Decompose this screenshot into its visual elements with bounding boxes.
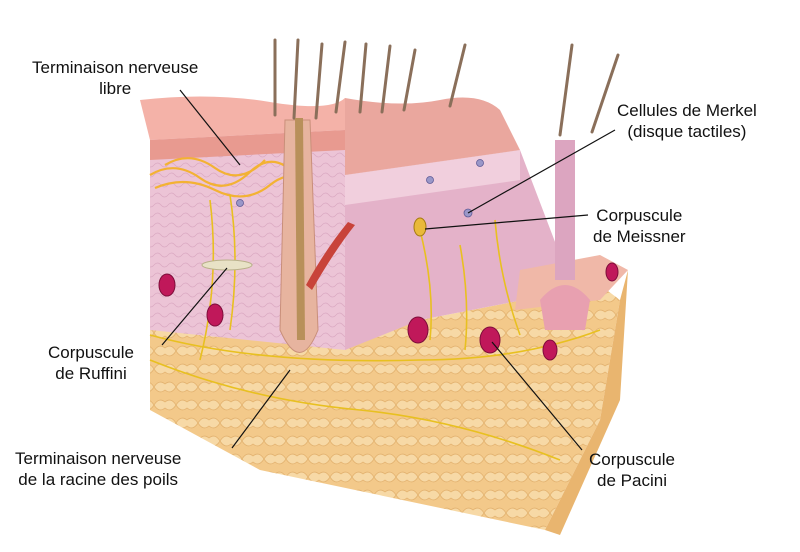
label-ruffini-corpuscle: Corpuscule de Ruffini xyxy=(48,342,134,384)
meissner-corpuscle-shape xyxy=(413,217,427,237)
nerve-fibers xyxy=(149,194,601,461)
arrector-pili-muscle xyxy=(306,222,355,290)
label-hair-root-nerve-ending: Terminaison nerveuse de la racine des po… xyxy=(15,448,181,490)
hair-follicle xyxy=(279,118,590,353)
dermis-step xyxy=(515,255,628,310)
leader-lines xyxy=(161,89,616,451)
label-meissner-corpuscle-line1: Corpuscule xyxy=(596,206,683,225)
label-free-nerve-ending: Terminaison nerveuse libre xyxy=(32,57,198,99)
label-ruffini-corpuscle-line1: Corpuscule xyxy=(48,343,134,362)
hypodermis xyxy=(150,270,628,535)
pacini-corpuscles xyxy=(158,262,619,361)
label-meissner-corpuscle: Corpuscule de Meissner xyxy=(593,205,686,247)
label-merkel-cells-line1: Cellules de Merkel xyxy=(617,101,757,120)
label-merkel-cells-line2: (disque tactiles) xyxy=(627,122,747,141)
label-pacini-corpuscle-line2: de Pacini xyxy=(597,471,667,490)
label-free-nerve-ending-line2: libre xyxy=(99,79,132,98)
label-free-nerve-ending-line1: Terminaison nerveuse xyxy=(32,58,199,77)
ruffini-corpuscle-shape xyxy=(201,259,253,271)
label-ruffini-corpuscle-line2: de Ruffini xyxy=(55,364,127,383)
label-meissner-corpuscle-line2: de Meissner xyxy=(593,227,686,246)
label-pacini-corpuscle: Corpuscule de Pacini xyxy=(589,449,675,491)
label-hair-root-nerve-ending-line2: de la racine des poils xyxy=(18,470,179,489)
label-hair-root-nerve-ending-line1: Terminaison nerveuse xyxy=(15,449,182,468)
label-pacini-corpuscle-line1: Corpuscule xyxy=(589,450,675,469)
hairs xyxy=(273,38,620,137)
label-merkel-cells: Cellules de Merkel (disque tactiles) xyxy=(617,100,757,142)
